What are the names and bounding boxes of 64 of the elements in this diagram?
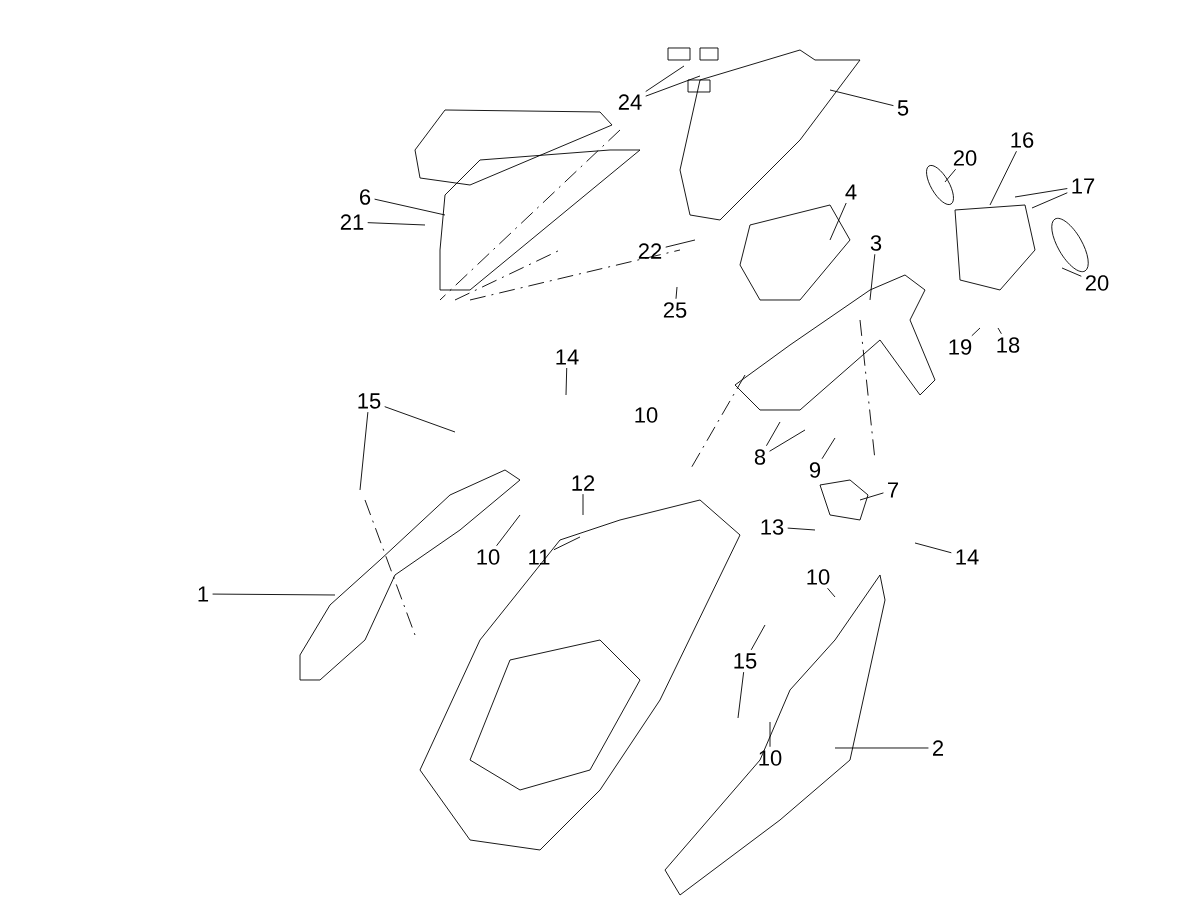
leader-line xyxy=(553,536,581,551)
callout-number: 14 xyxy=(556,349,579,365)
callout-number: 13 xyxy=(761,519,784,535)
callout-number: 17 xyxy=(1072,178,1095,194)
leader-line xyxy=(737,671,745,719)
callout-number: 10 xyxy=(635,407,658,423)
leader-line xyxy=(645,75,701,97)
leader-line xyxy=(645,65,685,92)
leader-line xyxy=(997,327,1002,335)
leader-line xyxy=(750,624,766,651)
callout-number: 6 xyxy=(360,189,371,205)
callout-number: 19 xyxy=(949,339,972,355)
callout-number: 3 xyxy=(870,235,882,251)
callout-number: 4 xyxy=(845,184,857,200)
callout-number: 2 xyxy=(933,740,944,756)
leader-line xyxy=(827,587,836,598)
leader-line xyxy=(1061,267,1082,277)
callout-number: 22 xyxy=(638,243,662,259)
leader-line xyxy=(869,253,876,301)
leader-line xyxy=(829,202,847,241)
leader-line xyxy=(496,514,521,547)
callout-number: 14 xyxy=(956,549,979,565)
callout-number: 21 xyxy=(340,214,364,230)
callout-number: 18 xyxy=(997,337,1020,353)
leader-line xyxy=(212,593,336,596)
callout-number: 10 xyxy=(807,569,830,585)
callout-number: 15 xyxy=(358,393,381,409)
leader-line xyxy=(769,429,806,452)
leader-line xyxy=(665,239,696,248)
callout-number: 5 xyxy=(897,100,909,116)
leader-line xyxy=(914,542,952,554)
leader-line xyxy=(989,150,1017,206)
callout-number: 8 xyxy=(754,449,766,465)
leader-line xyxy=(971,327,981,337)
leader-line xyxy=(859,492,884,501)
callout-number: 20 xyxy=(1085,275,1109,291)
leader-line xyxy=(565,367,568,396)
leader-line xyxy=(821,437,836,460)
callout-number: 20 xyxy=(953,150,977,166)
callout-number: 15 xyxy=(734,653,757,669)
leader-line xyxy=(1014,188,1068,198)
leader-line xyxy=(769,721,771,748)
leader-line xyxy=(359,411,369,491)
callout-number: 24 xyxy=(618,94,642,110)
callout-number: 7 xyxy=(888,482,899,498)
leader-line xyxy=(374,198,446,216)
callout-number: 25 xyxy=(663,302,687,318)
leader-line xyxy=(787,527,816,531)
callout-number: 10 xyxy=(477,549,500,565)
leader-line xyxy=(1031,192,1068,209)
callout-number: 9 xyxy=(809,462,821,478)
leader-line xyxy=(944,168,957,183)
callout-number: 1 xyxy=(198,586,209,602)
leader-line xyxy=(367,222,426,226)
leader-line xyxy=(384,406,456,433)
callout-number: 16 xyxy=(1011,132,1034,148)
callout-number: 12 xyxy=(572,475,595,491)
leader-line xyxy=(765,421,781,447)
callout-number: 11 xyxy=(529,549,550,565)
callout-number: 10 xyxy=(759,750,782,766)
leader-line xyxy=(582,493,584,516)
leader-line xyxy=(834,747,929,749)
leader-line xyxy=(829,89,894,107)
leader-line xyxy=(675,286,678,300)
